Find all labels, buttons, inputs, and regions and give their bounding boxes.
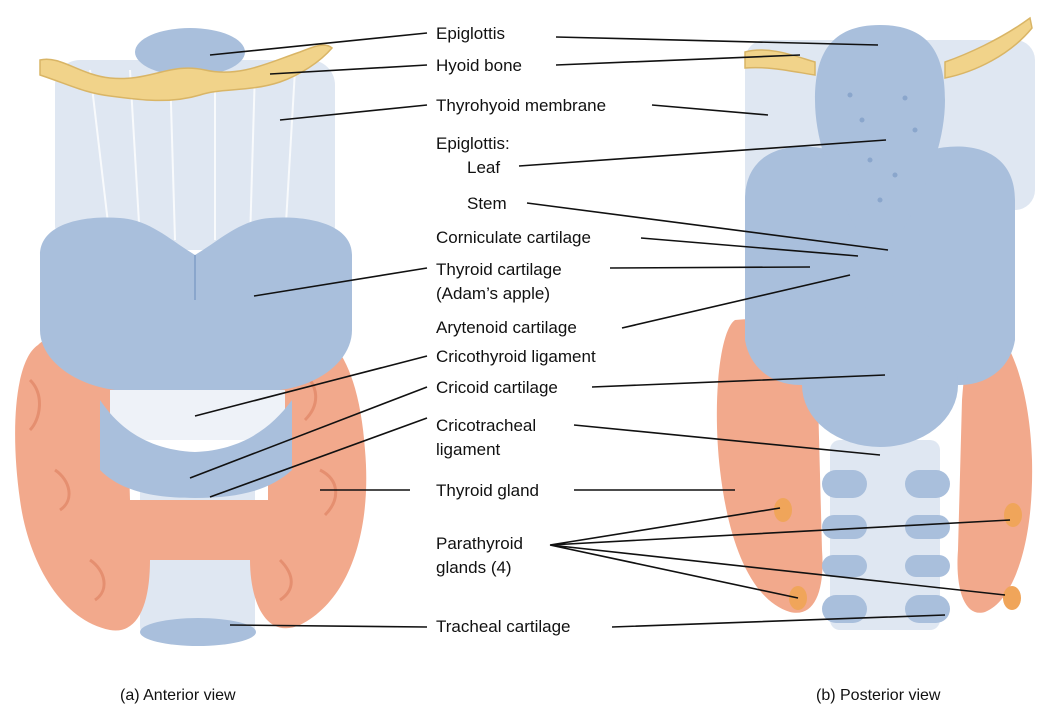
label-thyroid-cartilage: Thyroid cartilage — [436, 260, 562, 280]
label-stem: Stem — [467, 194, 507, 214]
label-parathyroid-glands: glands (4) — [436, 558, 512, 578]
label-adams-apple: (Adam’s apple) — [436, 284, 550, 304]
posterior-view — [717, 18, 1035, 630]
parathyroid-2 — [1004, 503, 1022, 527]
label-cricoid-cartilage: Cricoid cartilage — [436, 378, 558, 398]
anterior-view — [15, 28, 366, 646]
label-parathyroid: Parathyroid — [436, 534, 523, 554]
caption-posterior-view: (b) Posterior view — [816, 687, 940, 705]
label-leaf: Leaf — [467, 158, 500, 178]
label-epiglottis: Epiglottis — [436, 24, 505, 44]
label-epiglottis-heading: Epiglottis: — [436, 134, 510, 154]
label-cricotracheal: Cricotracheal — [436, 416, 536, 436]
label-thyroid-gland: Thyroid gland — [436, 481, 539, 501]
label-tracheal-cartilage: Tracheal cartilage — [436, 617, 571, 637]
label-hyoid-bone: Hyoid bone — [436, 56, 522, 76]
label-thyrohyoid-membrane: Thyrohyoid membrane — [436, 96, 606, 116]
parathyroid-4 — [1003, 586, 1021, 610]
parathyroid-1 — [774, 498, 792, 522]
posterior-cricoid-cartilage — [802, 323, 958, 447]
label-cricothyroid-ligament: Cricothyroid ligament — [436, 347, 596, 367]
label-arytenoid-cartilage: Arytenoid cartilage — [436, 318, 577, 338]
label-cricotracheal-ligament: ligament — [436, 440, 500, 460]
label-corniculate-cartilage: Corniculate cartilage — [436, 228, 591, 248]
caption-anterior-view: (a) Anterior view — [120, 687, 236, 705]
